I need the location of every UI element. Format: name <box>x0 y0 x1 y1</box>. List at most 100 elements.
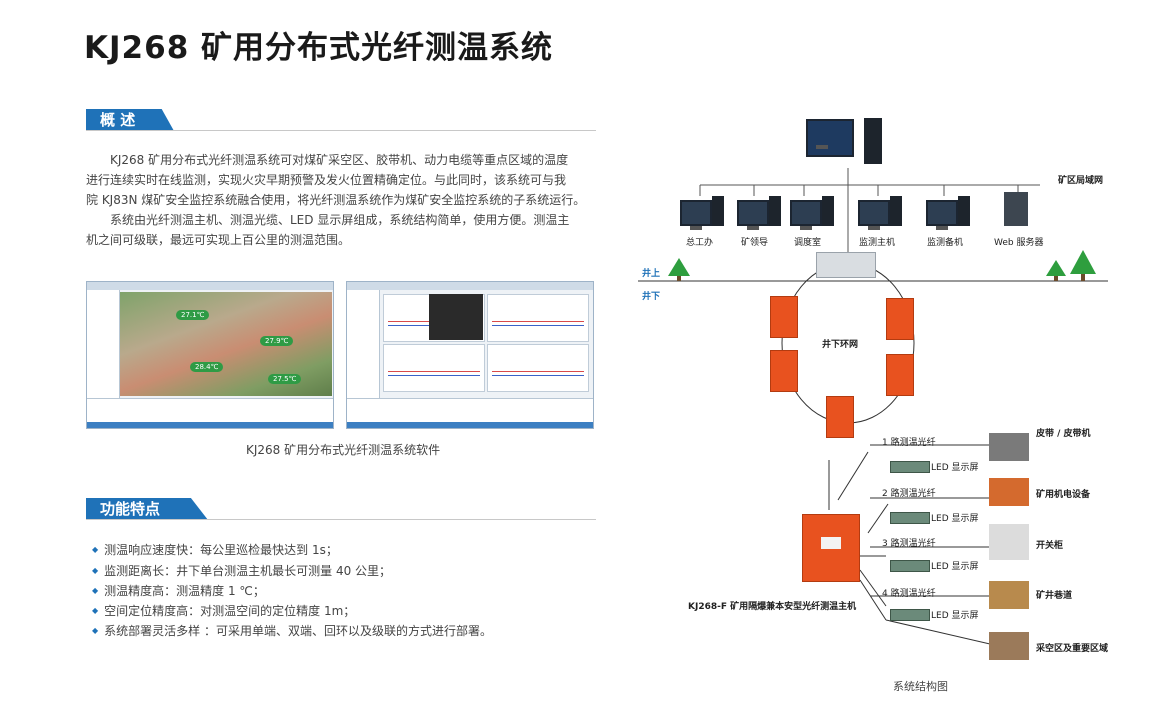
software-screenshot-map: 27.1℃ 27.9℃ 28.4℃ 27.5℃ <box>86 281 334 429</box>
ring-node-box <box>770 296 798 338</box>
tree-panel <box>347 290 380 398</box>
status-bar <box>347 422 593 428</box>
tree-icon <box>668 258 690 281</box>
goaf-photo <box>989 632 1029 660</box>
network-switch <box>816 252 876 278</box>
target-label: 矿用机电设备 <box>1036 490 1091 500</box>
target-label: 采空区及重要区域 <box>1036 644 1109 654</box>
computer-tower-icon <box>769 196 781 226</box>
equipment-photo <box>989 478 1029 506</box>
terminal-label: 监测主机 <box>859 238 896 248</box>
lan-label: 矿区局域网 <box>1058 176 1104 186</box>
software-caption: KJ268 矿用分布式光纤测温系统软件 <box>246 443 441 457</box>
overview-line-4: 系统由光纤测温主机、测温光缆、LED 显示屏组成，系统结构简单，使用方便。测温主 <box>110 213 570 227</box>
temperature-badge: 28.4℃ <box>190 362 224 372</box>
server-tower <box>864 118 882 164</box>
switchgear-photo <box>989 524 1029 560</box>
led-label: LED 显示屏 <box>931 562 979 572</box>
overview-line-5: 机之间可级联，最远可实现上百公里的测温范围。 <box>86 233 351 247</box>
window-titlebar <box>87 282 333 290</box>
host-label: KJ268-F 矿用隔爆兼本安型光纤测温主机 <box>688 602 857 612</box>
led-display-icon <box>890 560 930 572</box>
temperature-badge: 27.1℃ <box>176 310 210 320</box>
diamond-bullet-icon: ◆ <box>92 545 99 554</box>
fiber-label: 1 路测温光纤 <box>882 438 936 448</box>
diamond-bullet-icon: ◆ <box>92 626 99 635</box>
led-display-icon <box>890 512 930 524</box>
feature-item: ◆ 测温精度高：测温精度 1 ℃； <box>92 582 265 599</box>
curve-panel <box>487 294 589 342</box>
curve-panel <box>487 344 589 392</box>
ring-node-box <box>770 350 798 392</box>
server-monitor <box>806 119 854 157</box>
software-screenshot-curves <box>346 281 594 429</box>
feature-item: ◆ 系统部署灵活多样 ：可采用单端、双端、回环以及级联的方式进行部署。 <box>92 622 492 639</box>
tunnel-photo <box>429 294 483 340</box>
temperature-badge: 27.5℃ <box>268 374 302 384</box>
feature-text: 空间定位精度高：对测温空间的定位精度 1m； <box>104 604 356 618</box>
terminal-label: 调度室 <box>794 238 822 248</box>
web-server-icon <box>1004 192 1028 226</box>
diamond-bullet-icon: ◆ <box>92 566 99 575</box>
diamond-bullet-icon: ◆ <box>92 606 99 615</box>
led-display-icon <box>890 461 930 473</box>
computer-monitor-icon <box>737 200 769 230</box>
computer-tower-icon <box>890 196 902 226</box>
feature-item: ◆ 监测距离长：井下单台测温主机最长可测量 40 公里； <box>92 562 391 579</box>
computer-monitor-icon <box>790 200 822 230</box>
led-label: LED 显示屏 <box>931 611 979 621</box>
above-ground-label: 井上 <box>642 269 661 279</box>
status-bar <box>87 422 333 428</box>
computer-tower-icon <box>712 196 724 226</box>
terminal-label: 监测备机 <box>927 238 964 248</box>
computer-monitor-icon <box>680 200 712 230</box>
ring-node-box <box>886 354 914 396</box>
mine-map-view: 27.1℃ 27.9℃ 28.4℃ 27.5℃ <box>120 292 332 396</box>
led-label: LED 显示屏 <box>931 463 979 473</box>
features-divider <box>86 519 596 520</box>
led-label: LED 显示屏 <box>931 514 979 524</box>
fiber-label: 2 路测温光纤 <box>882 489 936 499</box>
tree-panel <box>87 290 120 398</box>
ring-node-box <box>886 298 914 340</box>
tree-icon <box>1046 260 1066 281</box>
features-heading: 功能特点 <box>86 498 208 520</box>
diagram-caption: 系统结构图 <box>893 680 948 693</box>
diamond-bullet-icon: ◆ <box>92 586 99 595</box>
below-ground-label: 井下 <box>642 292 661 302</box>
feature-text: 测温响应速度快：每公里巡检最快达到 1s； <box>104 543 338 557</box>
terminal-label: 总工办 <box>686 238 714 248</box>
overview-line-1: KJ268 矿用分布式光纤测温系统可对煤矿采空区、胶带机、动力电缆等重点区域的温… <box>110 153 569 167</box>
computer-monitor-icon <box>858 200 890 230</box>
overview-line-2: 进行连续实时在线监测，实现火灾早期预警及发火位置精确定位。与此同时，该系统可与我 <box>86 173 567 187</box>
led-display-icon <box>890 609 930 621</box>
feature-text: 系统部署灵活多样 ：可采用单端、双端、回环以及级联的方式进行部署。 <box>104 624 492 638</box>
computer-monitor-icon <box>926 200 958 230</box>
overview-divider <box>86 130 596 131</box>
ring-node-box <box>826 396 854 438</box>
computer-tower-icon <box>958 196 970 226</box>
target-label: 皮带 / 皮带机 <box>1036 429 1091 439</box>
tree-icon <box>1070 250 1096 281</box>
terminal-label: 矿领导 <box>741 238 769 248</box>
feature-item: ◆ 空间定位精度高：对测温空间的定位精度 1m； <box>92 602 355 619</box>
feature-item: ◆ 测温响应速度快：每公里巡检最快达到 1s； <box>92 541 338 558</box>
host-box <box>802 514 860 582</box>
overview-line-3: 院 KJ83N 煤矿安全监控系统融合使用，将光纤测温系统作为煤矿安全监控系统的子… <box>86 193 586 207</box>
ring-label: 井下环网 <box>822 340 859 350</box>
computer-tower-icon <box>822 196 834 226</box>
fiber-label: 3 路测温光纤 <box>882 539 936 549</box>
temperature-badge: 27.9℃ <box>260 336 294 346</box>
window-titlebar <box>347 282 593 290</box>
feature-text: 监测距离长：井下单台测温主机最长可测量 40 公里； <box>104 564 392 578</box>
terminal-label: Web 服务器 <box>994 238 1044 248</box>
conveyor-photo <box>989 433 1029 461</box>
page-title: KJ268 矿用分布式光纤测温系统 <box>84 30 554 66</box>
overview-heading: 概 述 <box>86 109 174 131</box>
fiber-label: 4 路测温光纤 <box>882 589 936 599</box>
target-label: 开关柜 <box>1036 541 1064 551</box>
feature-text: 测温精度高：测温精度 1 ℃； <box>104 584 265 598</box>
tunnel-photo <box>989 581 1029 609</box>
target-label: 矿井巷道 <box>1036 591 1073 601</box>
curve-panel <box>383 344 485 392</box>
